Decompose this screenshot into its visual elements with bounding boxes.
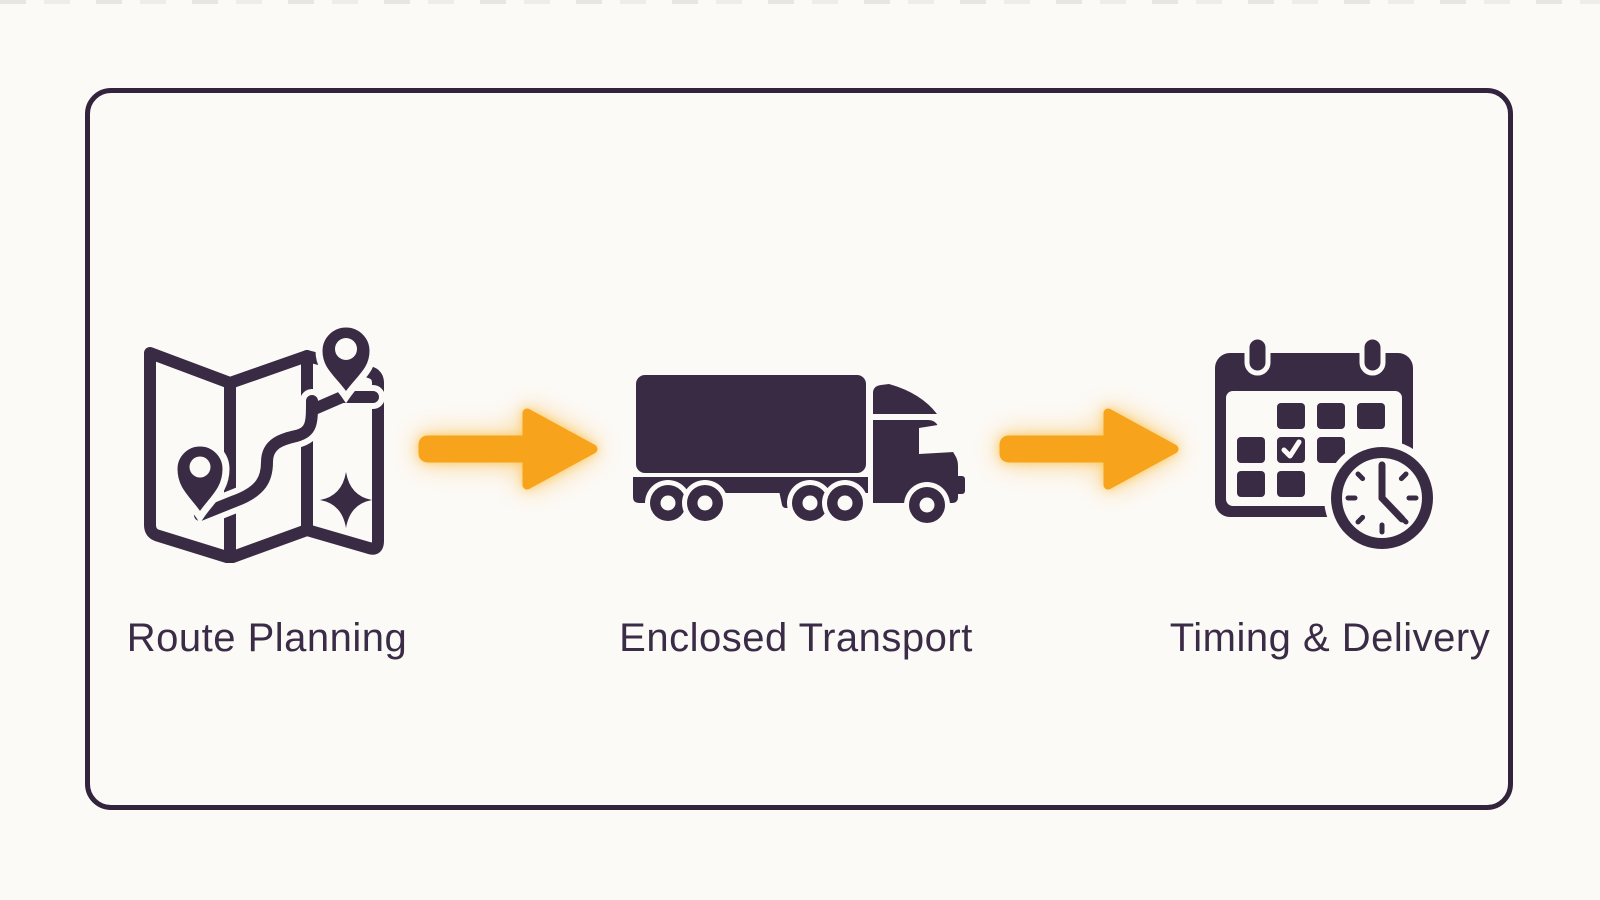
sparkle-icon [320, 472, 372, 528]
process-frame [85, 88, 1513, 810]
location-pin-icon [315, 320, 377, 404]
step-label-enclosed-transport: Enclosed Transport [619, 616, 973, 660]
step-label-timing-delivery: Timing & Delivery [1169, 616, 1491, 660]
map-route-icon [140, 303, 390, 563]
truck-wheels [645, 480, 950, 527]
step-label-route-planning: Route Planning [126, 616, 408, 660]
calendar-rings [1244, 334, 1386, 376]
top-edge-artifact [0, 0, 1600, 4]
arrow-right-icon [415, 398, 600, 498]
truck-icon [618, 362, 966, 527]
calendar-clock-icon [1185, 325, 1447, 565]
clock-icon [1324, 440, 1440, 556]
calendar-cells [1237, 403, 1385, 497]
truck-windshield [919, 424, 954, 454]
location-pin-icon [170, 439, 230, 524]
check-icon [1281, 439, 1302, 459]
arrow-right-icon [996, 398, 1181, 498]
